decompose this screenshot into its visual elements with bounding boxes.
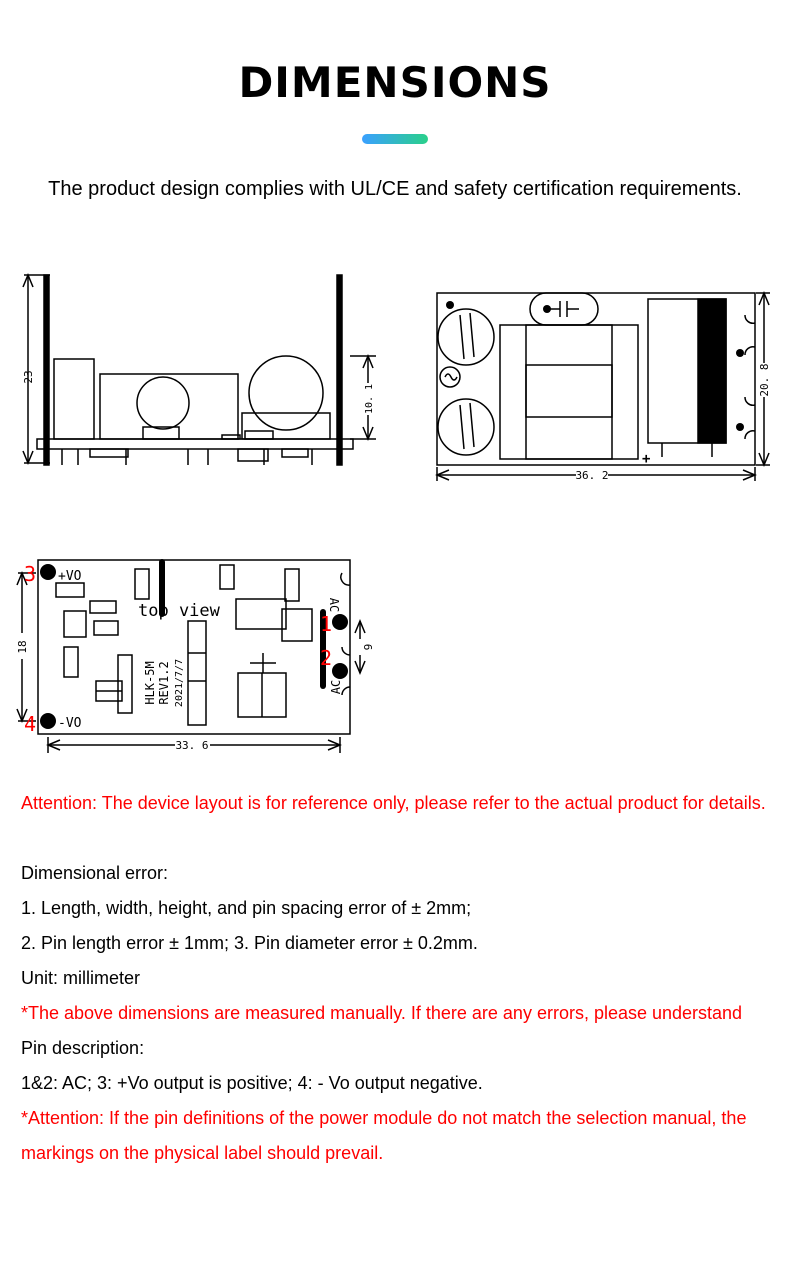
side-view-diagram: 23 10. 1 bbox=[22, 273, 376, 466]
notes-spacer bbox=[21, 821, 773, 856]
unit-line: Unit: millimeter bbox=[21, 968, 141, 988]
pin-number-1: 1 bbox=[320, 612, 332, 636]
height-component-label: 10. 1 bbox=[364, 384, 375, 414]
ac-label-bottom: AC bbox=[329, 680, 343, 694]
attention-pins-note: *Attention: If the pin definitions of th… bbox=[21, 1108, 747, 1163]
pcb-outline-diagram: + 36. 2 20. 8 bbox=[435, 291, 771, 482]
pin-spacing-label: 6 bbox=[361, 644, 374, 651]
page-title: DIMENSIONS bbox=[238, 58, 552, 107]
pin-number-2: 2 bbox=[320, 646, 332, 670]
accent-divider bbox=[362, 134, 428, 144]
board-model-text: HLK-5M bbox=[143, 661, 157, 704]
pin-description-line: 1&2: AC; 3: +Vo output is positive; 4: -… bbox=[21, 1073, 483, 1093]
width-18-label: 18 bbox=[16, 640, 29, 653]
length-label: 36. 2 bbox=[575, 469, 608, 482]
pin-description-heading: Pin description: bbox=[21, 1038, 145, 1058]
pin-number-4: 4 bbox=[24, 712, 36, 736]
board-rev-text: REV1.2 bbox=[157, 661, 171, 704]
board-date-text: 2021/7/7 bbox=[174, 659, 185, 707]
top-view-diagram: 3 4 1 2 +VO -VO top view AC AC 6 18 33. … bbox=[16, 559, 374, 753]
page-subtitle: The product design complies with UL/CE a… bbox=[48, 178, 742, 200]
dimensional-error-heading: Dimensional error: bbox=[21, 863, 169, 883]
plus-mark: + bbox=[642, 451, 650, 467]
pin-number-3: 3 bbox=[24, 562, 36, 586]
error-line-1: 1. Length, width, height, and pin spacin… bbox=[21, 898, 472, 918]
height-total-label: 23 bbox=[22, 370, 35, 383]
ac-label-top: AC bbox=[327, 598, 341, 612]
pin-plus-label: +VO bbox=[58, 569, 82, 584]
pin-minus-label: -VO bbox=[58, 716, 82, 731]
notes-section: Attention: The device layout is for refe… bbox=[21, 786, 773, 1171]
width-label: 20. 8 bbox=[758, 363, 771, 396]
error-line-2: 2. Pin length error ± 1mm; 3. Pin diamet… bbox=[21, 933, 478, 953]
top-view-label: top view bbox=[138, 601, 221, 621]
length-33-label: 33. 6 bbox=[175, 739, 208, 752]
manual-measure-note: *The above dimensions are measured manua… bbox=[21, 1003, 743, 1023]
attention-layout-note: Attention: The device layout is for refe… bbox=[21, 793, 766, 813]
